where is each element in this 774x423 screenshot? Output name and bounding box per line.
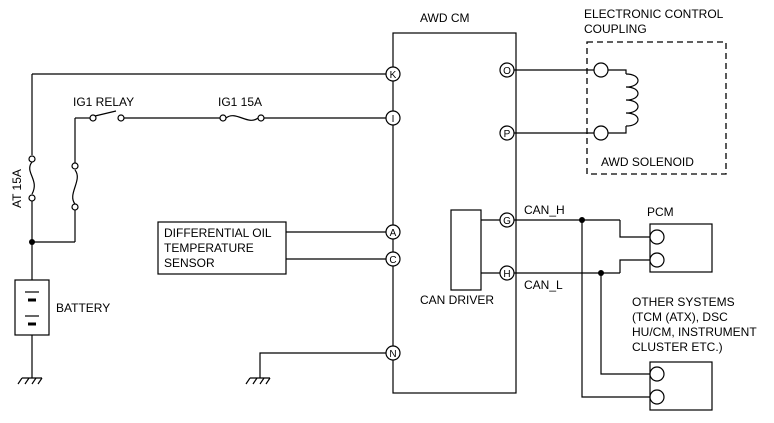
pin-o-label: O	[503, 66, 511, 77]
other-label-line2: (TCM (ATX), DSC	[632, 310, 728, 324]
ig1-fuse-terminal-left	[219, 114, 227, 122]
battery-ground-icon	[17, 377, 43, 385]
at-fuse-icon	[29, 161, 35, 195]
ig1-fuse-label: IG1 15A	[218, 95, 262, 109]
other-label-line4: CLUSTER ETC.)	[632, 340, 723, 354]
relay-switch-blade	[94, 110, 117, 117]
pcm-can-h-terminal	[649, 229, 665, 245]
n-ground	[245, 352, 386, 385]
pcm-title: PCM	[647, 205, 674, 219]
can-driver-label: CAN DRIVER	[420, 293, 494, 307]
other-can-h-wire	[581, 220, 650, 398]
pin-i: I	[385, 110, 401, 126]
other-can-l-terminal	[649, 366, 665, 382]
power-circuit: AT 15A IG1 RELAY IG1 15A	[10, 73, 386, 280]
solenoid-terminal-top	[593, 62, 609, 78]
ig1-fuse-terminal-right	[257, 114, 265, 122]
pin-n: N	[385, 345, 401, 361]
n-ground-icon	[245, 377, 271, 385]
left-pins: K I A C N	[385, 66, 401, 361]
at-fuse-terminal-bottom	[28, 194, 36, 202]
diff-oil-temp-sensor: DIFFERENTIAL OIL TEMPERATURE SENSOR	[157, 221, 386, 275]
pin-k-label: K	[390, 70, 397, 81]
coupling-title-line1: ELECTRONIC CONTROL	[584, 7, 724, 21]
relay-contact-right	[117, 114, 125, 122]
pin-p: P	[499, 125, 515, 141]
sensor-label-line2: TEMPERATURE	[164, 241, 254, 255]
sensor-label-line1: DIFFERENTIAL OIL	[164, 226, 272, 240]
pcm-can-l-wire	[619, 259, 650, 273]
awd-cm-module: AWD CM CAN DRIVER	[392, 11, 517, 394]
sensor-label-line3: SENSOR	[164, 256, 215, 270]
pin-i-label: I	[392, 114, 395, 125]
pin-h: H	[499, 265, 515, 281]
other-systems: OTHER SYSTEMS (TCM (ATX), DSC HU/CM, INS…	[632, 295, 757, 411]
can-h-label: CAN_H	[524, 203, 565, 217]
can-driver-box	[450, 209, 482, 291]
solenoid-bottom-lead	[608, 126, 627, 134]
battery-label: BATTERY	[56, 301, 110, 315]
relay-fuse-terminal-top	[71, 162, 79, 170]
pin-p-label: P	[504, 129, 511, 140]
pin-a: A	[385, 224, 401, 240]
relay-label: IG1 RELAY	[73, 95, 134, 109]
coupling-dashed-box	[586, 41, 727, 175]
pin-g: G	[499, 212, 515, 228]
other-can-l-wire	[600, 273, 650, 375]
solenoid-coil-icon	[625, 73, 639, 127]
pcm-module: PCM	[647, 205, 713, 273]
electronic-control-coupling: ELECTRONIC CONTROL COUPLING AWD SOLENOID	[514, 7, 727, 175]
pin-g-label: G	[503, 216, 511, 227]
can-l-label: CAN_L	[524, 278, 563, 292]
at-fuse-terminal-top	[28, 155, 36, 163]
pin-k: K	[385, 66, 401, 82]
battery-box	[14, 279, 50, 336]
pin-n-label: N	[389, 349, 396, 360]
right-pins: O P G H	[499, 62, 515, 281]
can-bus: CAN_H CAN_L	[514, 203, 650, 398]
solenoid-label: AWD SOLENOID	[601, 155, 694, 169]
pcm-can-l-terminal	[649, 252, 665, 268]
solenoid-terminal-bottom	[593, 125, 609, 141]
relay-fuse-terminal-bottom	[71, 203, 79, 211]
at-fuse-label: AT 15A	[10, 169, 24, 208]
n-pin-wire	[259, 352, 386, 378]
ig1-fuse-icon	[225, 115, 259, 121]
relay-fuse-icon	[72, 169, 78, 205]
pin-h-label: H	[503, 269, 510, 280]
pin-a-label: A	[390, 228, 397, 239]
battery: BATTERY	[14, 279, 110, 385]
pin-c-label: C	[389, 255, 396, 266]
pin-c: C	[385, 251, 401, 267]
sensor-box	[157, 221, 287, 275]
awd-cm-title: AWD CM	[420, 11, 470, 25]
relay-contact-left	[89, 114, 97, 122]
other-label-line3: HU/CM, INSTRUMENT	[632, 325, 757, 339]
solenoid-top-lead	[608, 69, 627, 74]
pcm-can-h-wire	[619, 220, 650, 238]
other-can-h-terminal	[649, 389, 665, 405]
coupling-title-line2: COUPLING	[584, 22, 647, 36]
pin-o: O	[499, 62, 515, 78]
other-label-line1: OTHER SYSTEMS	[632, 295, 735, 309]
